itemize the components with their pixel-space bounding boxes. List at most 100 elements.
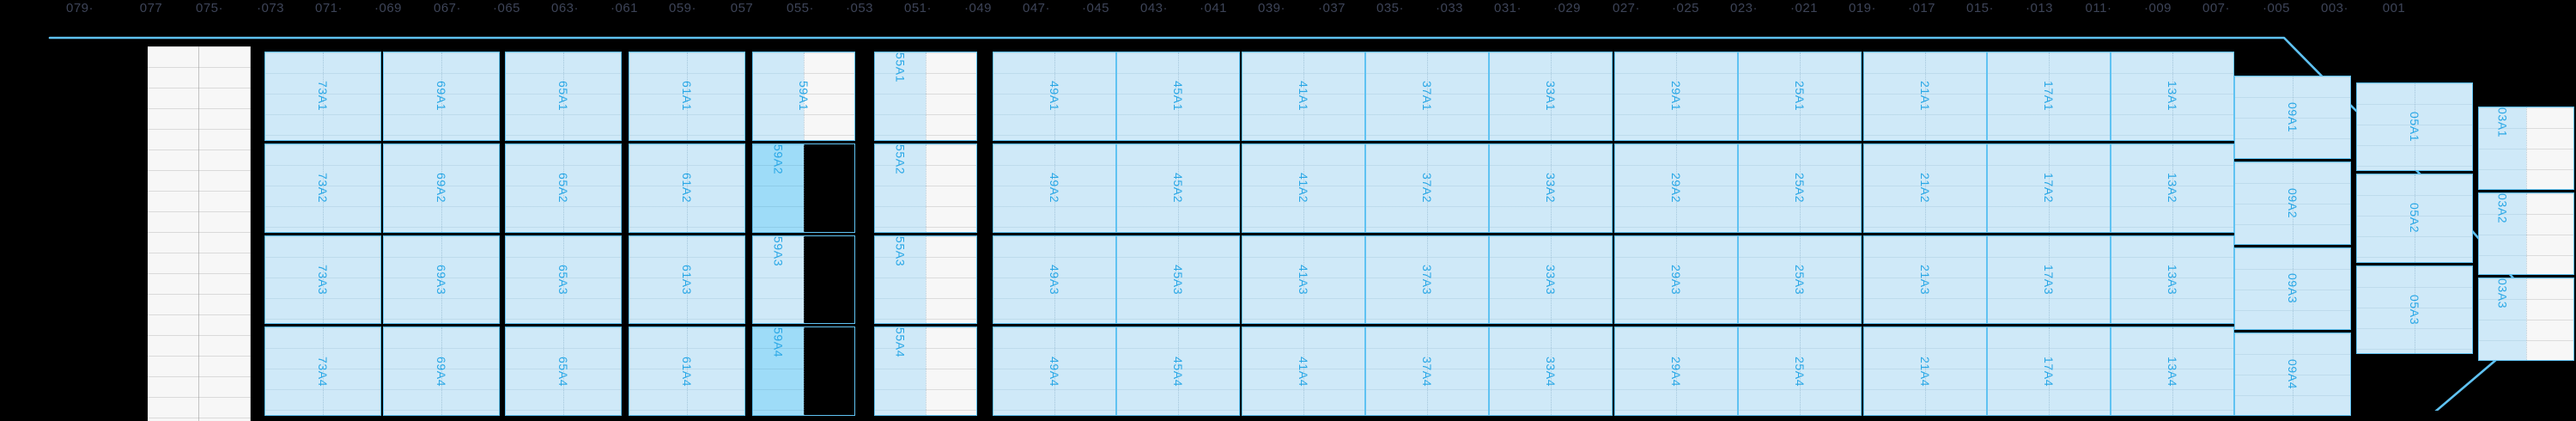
- bay-number-003[interactable]: 003·: [2320, 1, 2349, 15]
- bay-number-045[interactable]: ·045: [1081, 1, 1110, 15]
- slot-half-right[interactable]: [2172, 143, 2233, 232]
- slot-half-left[interactable]: [2235, 76, 2293, 158]
- container-slot-17A2[interactable]: 17A2: [1987, 143, 2111, 233]
- slot-half-right[interactable]: [926, 235, 976, 324]
- container-slot-65A4[interactable]: 65A4: [505, 326, 622, 416]
- bay-number-001[interactable]: 001: [2382, 1, 2406, 15]
- bay-number-049[interactable]: ·049: [963, 1, 993, 15]
- bay-number-009[interactable]: ·009: [2143, 1, 2172, 15]
- slot-half-left[interactable]: [1366, 143, 1427, 232]
- slot-half-right[interactable]: [2293, 162, 2350, 244]
- container-slot-33A2[interactable]: 33A2: [1489, 143, 1613, 233]
- container-slot-13A4[interactable]: 13A4: [2111, 326, 2234, 416]
- slot-half-right[interactable]: [1427, 52, 1488, 140]
- slot-half-left[interactable]: [1739, 52, 1800, 140]
- slot-half-right[interactable]: [1427, 327, 1488, 415]
- slot-half-right[interactable]: [1303, 143, 1364, 232]
- container-slot-13A2[interactable]: 13A2: [2111, 143, 2234, 233]
- container-slot-65A2[interactable]: 65A2: [505, 143, 622, 233]
- slot-half-right[interactable]: [1676, 52, 1737, 140]
- slot-half-left[interactable]: [1366, 327, 1427, 415]
- slot-half-right[interactable]: [1551, 143, 1612, 232]
- container-slot-55A3[interactable]: 55A3: [874, 235, 977, 325]
- container-slot-45A3[interactable]: 45A3: [1116, 235, 1240, 325]
- bay-number-055[interactable]: 055·: [786, 1, 815, 15]
- slot-half-left[interactable]: [1864, 52, 1925, 140]
- slot-half-right[interactable]: [2049, 143, 2110, 232]
- container-slot-45A2[interactable]: 45A2: [1116, 143, 1240, 233]
- slot-half-right[interactable]: [2415, 265, 2472, 353]
- slot-half-left[interactable]: [2235, 333, 2293, 415]
- container-slot-59A1[interactable]: 59A1: [752, 52, 855, 141]
- slot-half-left[interactable]: [875, 143, 926, 232]
- container-slot-21A3[interactable]: 21A3: [1863, 235, 1987, 325]
- slot-half-right[interactable]: [1551, 52, 1612, 140]
- container-slot-29A4[interactable]: 29A4: [1614, 326, 1738, 416]
- container-slot-33A1[interactable]: 33A1: [1489, 52, 1613, 141]
- container-slot-41A2[interactable]: 41A2: [1242, 143, 1365, 233]
- slot-half-right[interactable]: [687, 143, 744, 232]
- slot-half-right[interactable]: [323, 52, 380, 140]
- bay-number-017[interactable]: ·017: [1907, 1, 1936, 15]
- slot-half-left[interactable]: [384, 235, 441, 324]
- slot-half-left[interactable]: [506, 327, 563, 415]
- slot-half-right[interactable]: [1925, 143, 1986, 232]
- container-slot-09A4[interactable]: 09A4: [2234, 333, 2351, 416]
- bay-number-005[interactable]: ·005: [2262, 1, 2291, 15]
- container-slot-29A2[interactable]: 29A2: [1614, 143, 1738, 233]
- bay-number-073[interactable]: ·073: [256, 1, 285, 15]
- slot-half-right[interactable]: [1054, 143, 1115, 232]
- container-slot-21A4[interactable]: 21A4: [1863, 326, 1987, 416]
- bay-number-071[interactable]: 071·: [314, 1, 343, 15]
- slot-half-right[interactable]: [1925, 327, 1986, 415]
- container-slot-37A2[interactable]: 37A2: [1365, 143, 1489, 233]
- slot-half-right[interactable]: [2172, 52, 2233, 140]
- slot-half-left[interactable]: [1242, 327, 1303, 415]
- slot-half-right[interactable]: [1427, 143, 1488, 232]
- container-slot-09A3[interactable]: 09A3: [2234, 247, 2351, 331]
- slot-half-left[interactable]: [1242, 143, 1303, 232]
- bay-number-057[interactable]: 057: [730, 1, 754, 15]
- slot-half-left[interactable]: [2479, 107, 2526, 189]
- slot-half-left[interactable]: [1988, 52, 2049, 140]
- slot-half-right[interactable]: [926, 52, 976, 140]
- slot-half-right[interactable]: [1054, 52, 1115, 140]
- bay-number-007[interactable]: 007·: [2202, 1, 2231, 15]
- slot-half-right[interactable]: [926, 327, 976, 415]
- bay-number-051[interactable]: 051·: [903, 1, 933, 15]
- slot-half-left[interactable]: [1366, 52, 1427, 140]
- slot-half-left[interactable]: [993, 143, 1054, 232]
- bay-number-013[interactable]: ·013: [2025, 1, 2054, 15]
- slot-half-right[interactable]: [563, 143, 621, 232]
- slot-half-left[interactable]: [1490, 143, 1551, 232]
- bay-number-043[interactable]: 043·: [1139, 1, 1169, 15]
- slot-half-left[interactable]: [1988, 143, 2049, 232]
- slot-half-right[interactable]: [1551, 327, 1612, 415]
- container-slot-03A1[interactable]: 03A1: [2478, 107, 2574, 190]
- container-slot-25A1[interactable]: 25A1: [1738, 52, 1862, 141]
- container-slot-05A1[interactable]: 05A1: [2356, 82, 2473, 172]
- slot-half-right[interactable]: [441, 327, 499, 415]
- container-slot-55A2[interactable]: 55A2: [874, 143, 977, 233]
- bay-number-035[interactable]: 035·: [1376, 1, 1405, 15]
- deckhouse-block[interactable]: [148, 46, 251, 421]
- container-slot-33A4[interactable]: 33A4: [1489, 326, 1613, 416]
- slot-half-left[interactable]: [1117, 52, 1178, 140]
- slot-half-left[interactable]: [506, 52, 563, 140]
- slot-half-right[interactable]: [2172, 327, 2233, 415]
- slot-half-left[interactable]: [2235, 247, 2293, 330]
- slot-half-left[interactable]: [1242, 235, 1303, 324]
- slot-half-left[interactable]: [265, 235, 323, 324]
- container-slot-73A4[interactable]: 73A4: [264, 326, 381, 416]
- slot-half-right[interactable]: [441, 52, 499, 140]
- slot-half-right[interactable]: [2293, 247, 2350, 330]
- slot-half-right[interactable]: [1303, 52, 1364, 140]
